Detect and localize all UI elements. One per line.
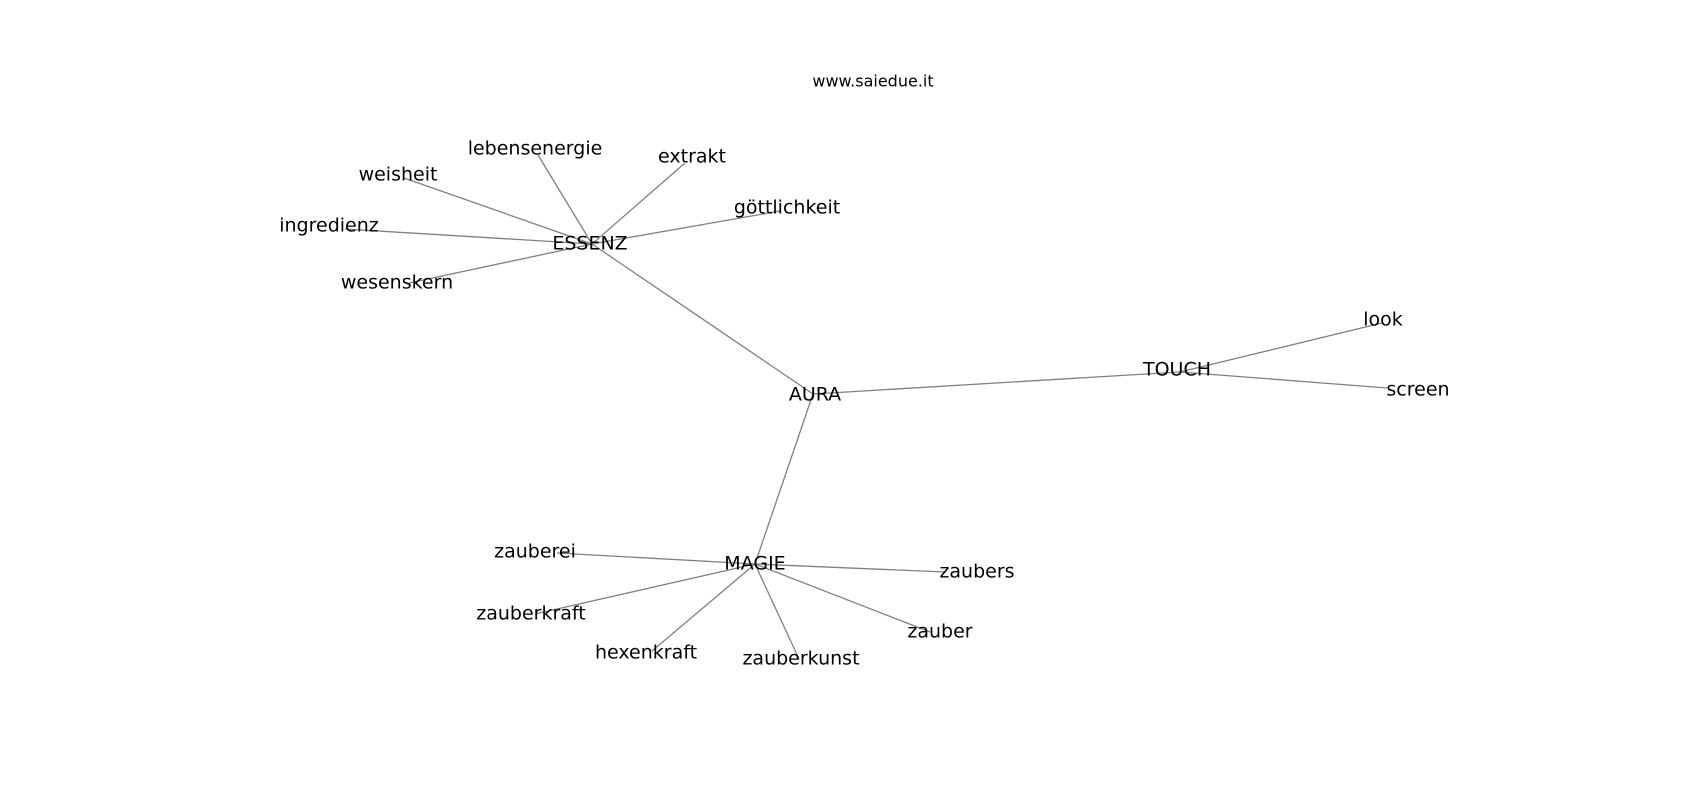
node-screen: screen [1386, 379, 1449, 401]
edge-touch-look [1179, 322, 1383, 373]
graph-nodes: AURA ESSENZ TOUCH MAGIE lebensenergie extrakt… [279, 138, 1449, 670]
edge-aura-magie [754, 393, 814, 565]
node-zauberkunst: zauberkunst [742, 648, 859, 670]
edge-magie-zauberkunst [754, 563, 800, 660]
node-zaubers: zaubers [939, 561, 1014, 583]
node-ingredienz: ingredienz [279, 215, 379, 237]
node-magie: MAGIE [724, 553, 785, 575]
edge-magie-zauber [754, 563, 931, 633]
edge-essenz-weisheit [403, 177, 593, 245]
edge-magie-hexenkraft [651, 563, 756, 652]
graph-edges [344, 154, 1388, 660]
node-zauberkraft: zauberkraft [476, 603, 585, 625]
edge-essenz-lebensenergie [537, 154, 593, 245]
node-aura: AURA [789, 384, 841, 406]
edge-magie-zaubers [754, 563, 946, 573]
edge-essenz-ingredienz [344, 228, 593, 245]
node-zauberei: zauberei [494, 541, 576, 563]
edge-aura-essenz [591, 243, 814, 395]
node-touch: TOUCH [1142, 359, 1211, 381]
node-hexenkraft: hexenkraft [595, 642, 697, 664]
edge-essenz-goettlichkeit [591, 210, 781, 245]
node-essenz: ESSENZ [552, 233, 627, 255]
edge-touch-screen [1179, 371, 1388, 389]
node-goettlichkeit: göttlichkeit [734, 197, 840, 219]
node-look: look [1363, 309, 1403, 331]
edge-essenz-extrakt [591, 162, 686, 245]
site-url-label: www.saiedue.it [812, 72, 933, 91]
node-weisheit: weisheit [359, 164, 438, 186]
node-lebensenergie: lebensenergie [468, 138, 603, 160]
node-extrakt: extrakt [658, 146, 726, 168]
node-zauber: zauber [907, 621, 972, 643]
edge-magie-zauberei [556, 552, 756, 565]
edge-magie-zauberkraft [534, 563, 756, 615]
node-wesenskern: wesenskern [341, 272, 453, 294]
edge-aura-touch [812, 371, 1181, 395]
edge-essenz-wesenskern [408, 243, 593, 284]
